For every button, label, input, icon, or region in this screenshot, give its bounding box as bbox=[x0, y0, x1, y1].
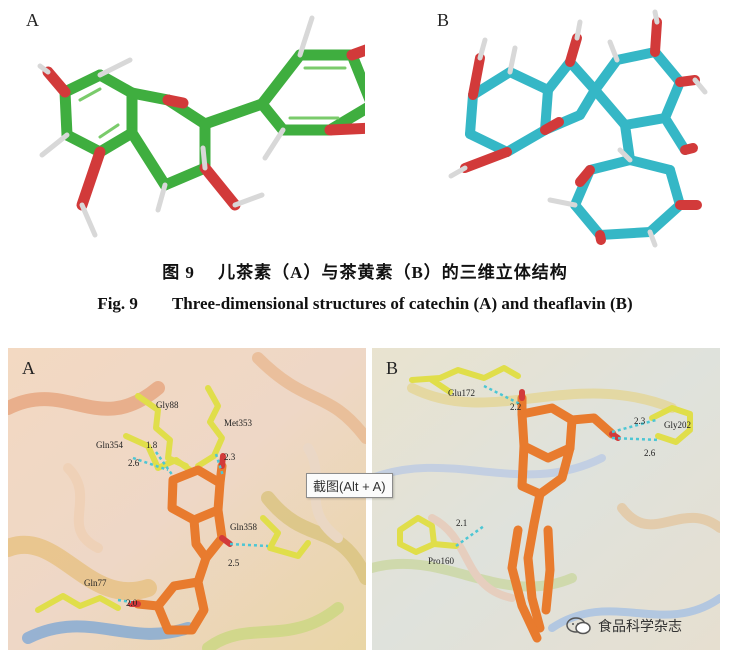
caption-english: Fig. 9 Three-dimensional structures of ca… bbox=[0, 294, 730, 314]
structure-panel-b: B bbox=[365, 0, 730, 255]
watermark-text: 食品科学杂志 bbox=[598, 619, 682, 635]
residue-label: Gly202 bbox=[664, 420, 691, 430]
residue-label: Glu172 bbox=[448, 388, 475, 398]
docking-panel-a: A Gly88 Gln354 Met353 Gln358 Gln77 1.8 2… bbox=[8, 348, 366, 650]
panel-label-b: B bbox=[437, 10, 450, 30]
structure-panel-a: A bbox=[0, 0, 365, 255]
residue-label: Gln358 bbox=[230, 522, 257, 532]
distance-label: 2.3 bbox=[634, 416, 646, 426]
watermark: 食品科学杂志 bbox=[566, 616, 682, 636]
wechat-icon bbox=[566, 617, 591, 635]
docking-panel-b: B Glu172 Gly202 Pro160 2.2 2.3 2.6 2.1 bbox=[372, 348, 720, 650]
residue-label: Met353 bbox=[224, 418, 252, 428]
distance-label: 2.0 bbox=[126, 598, 138, 608]
docking-view-b bbox=[372, 348, 720, 650]
distance-label: 1.8 bbox=[146, 440, 158, 450]
caption-english-text: Three-dimensional structures of catechin… bbox=[171, 294, 633, 313]
residue-label: Gln354 bbox=[96, 440, 123, 450]
distance-label: 2.5 bbox=[228, 558, 240, 568]
residue-label: Gly88 bbox=[156, 400, 179, 410]
residue-label: Gln77 bbox=[84, 578, 107, 588]
distance-label: 2.2 bbox=[510, 402, 522, 412]
residue-label: Pro160 bbox=[428, 556, 455, 566]
theaflavin-model bbox=[448, 9, 708, 248]
docking-label-a: A bbox=[22, 358, 35, 378]
caption-chinese: 图 9 儿茶素（A）与茶黄素（B）的三维立体结构 bbox=[162, 263, 568, 282]
figure-number: Fig. 9 bbox=[97, 294, 138, 313]
panel-label-a: A bbox=[26, 10, 39, 30]
catechin-model bbox=[37, 15, 365, 238]
distance-label: 2.3 bbox=[224, 452, 236, 462]
docking-view-a bbox=[8, 348, 366, 650]
distance-label: 2.1 bbox=[456, 518, 468, 528]
distance-label: 2.6 bbox=[644, 448, 656, 458]
screenshot-tooltip: 截图(Alt + A) bbox=[306, 473, 393, 498]
docking-label-b: B bbox=[386, 358, 399, 378]
distance-label: 2.6 bbox=[128, 458, 140, 468]
